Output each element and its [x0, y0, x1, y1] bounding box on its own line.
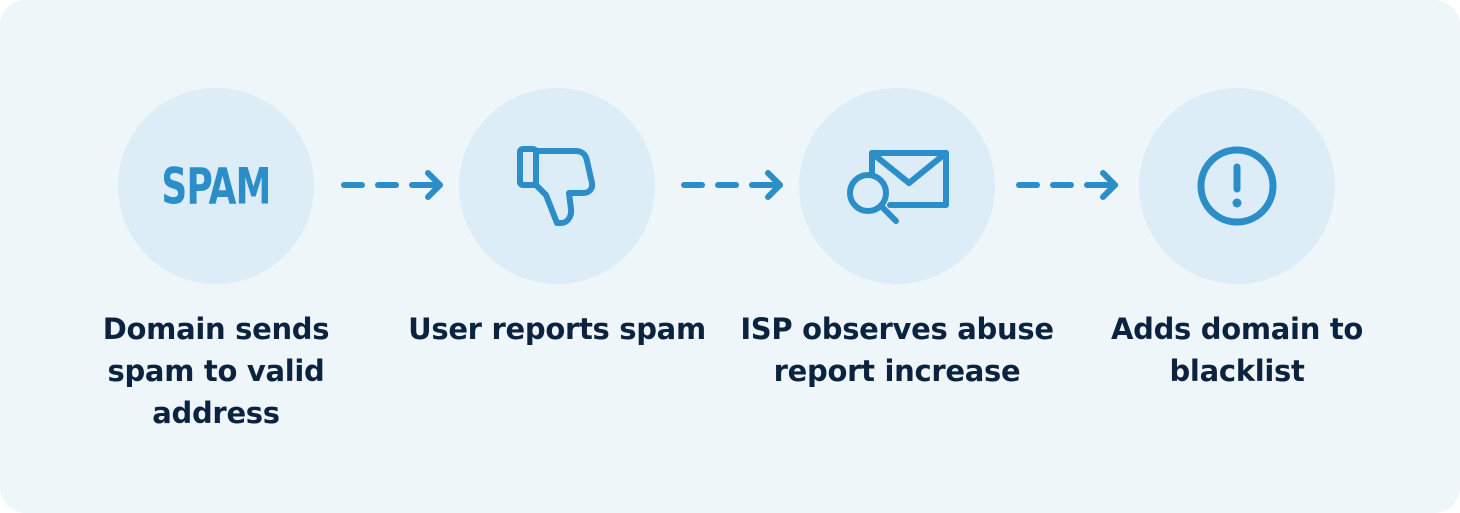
step-caption: User reports spam — [408, 312, 706, 346]
dashed-arrow-right-icon — [680, 168, 790, 202]
step-caption: Adds domain to blacklist — [1110, 312, 1364, 388]
step-isp-observes-increase: ISP observes abuse report increase — [737, 88, 1057, 392]
step-circle — [1139, 88, 1335, 284]
step-domain-sends-spam: SPAM Domain sends spam to valid address — [56, 88, 376, 434]
dashed-arrow-right-icon — [340, 168, 450, 202]
step-caption: ISP observes abuse report increase — [740, 312, 1054, 388]
step-adds-to-blacklist: Adds domain to blacklist — [1077, 88, 1397, 392]
step-circle — [799, 88, 995, 284]
spam-text-icon: SPAM — [161, 156, 271, 216]
step-circle: SPAM — [118, 88, 314, 284]
step-circle — [459, 88, 655, 284]
step-user-reports-spam: User reports spam — [397, 88, 717, 350]
thumbs-down-icon — [514, 143, 600, 229]
exclamation-circle-icon — [1194, 143, 1280, 229]
dashed-arrow-right-icon — [1015, 168, 1125, 202]
step-caption: Domain sends spam to valid address — [102, 312, 330, 430]
mail-search-icon — [842, 143, 952, 229]
